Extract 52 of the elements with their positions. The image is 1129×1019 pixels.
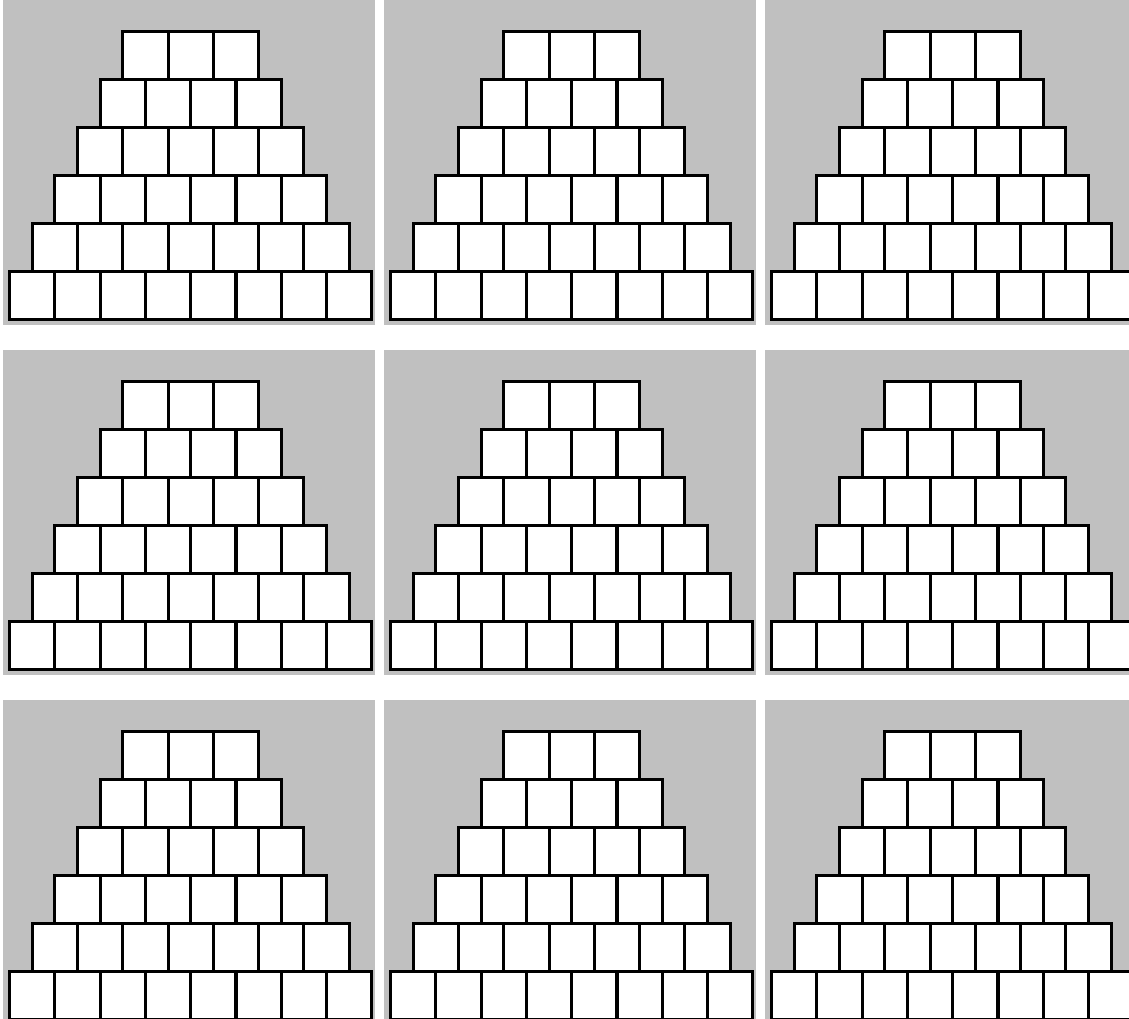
empty-box bbox=[570, 620, 619, 671]
empty-box bbox=[1087, 620, 1129, 671]
empty-box bbox=[257, 826, 306, 877]
empty-box bbox=[434, 270, 483, 321]
empty-box bbox=[615, 270, 664, 321]
empty-box bbox=[1064, 222, 1113, 273]
empty-box bbox=[302, 922, 351, 973]
empty-box bbox=[434, 620, 483, 671]
panel-background bbox=[3, 350, 375, 675]
empty-box bbox=[683, 222, 732, 273]
empty-box bbox=[815, 270, 864, 321]
empty-box bbox=[996, 270, 1045, 321]
empty-box bbox=[302, 572, 351, 623]
empty-box bbox=[951, 620, 1000, 671]
empty-box bbox=[638, 826, 687, 877]
empty-box bbox=[325, 270, 374, 321]
empty-box bbox=[996, 620, 1045, 671]
empty-box bbox=[815, 620, 864, 671]
panel-background bbox=[3, 700, 375, 1019]
panel-background bbox=[384, 700, 756, 1019]
empty-box bbox=[706, 270, 755, 321]
empty-box bbox=[234, 270, 283, 321]
panel-background bbox=[765, 700, 1129, 1019]
panel-background bbox=[3, 0, 375, 325]
empty-box bbox=[302, 222, 351, 273]
panel-background bbox=[384, 350, 756, 675]
empty-box bbox=[257, 476, 306, 527]
empty-box bbox=[325, 620, 374, 671]
empty-box bbox=[1064, 922, 1113, 973]
empty-box bbox=[638, 476, 687, 527]
empty-box bbox=[951, 270, 1000, 321]
empty-box bbox=[1019, 476, 1068, 527]
empty-box bbox=[1019, 826, 1068, 877]
empty-box bbox=[189, 270, 238, 321]
panel-background bbox=[765, 350, 1129, 675]
empty-box bbox=[234, 620, 283, 671]
panel-background bbox=[765, 0, 1129, 325]
empty-box bbox=[257, 126, 306, 177]
empty-box bbox=[1087, 970, 1129, 1019]
empty-box bbox=[1087, 270, 1129, 321]
empty-box bbox=[683, 922, 732, 973]
empty-box bbox=[683, 572, 732, 623]
empty-box bbox=[1064, 572, 1113, 623]
empty-box bbox=[53, 270, 102, 321]
empty-box bbox=[1019, 126, 1068, 177]
empty-box bbox=[53, 620, 102, 671]
empty-box bbox=[570, 270, 619, 321]
empty-box bbox=[706, 620, 755, 671]
empty-box bbox=[189, 620, 238, 671]
empty-box bbox=[638, 126, 687, 177]
panel-background bbox=[384, 0, 756, 325]
empty-box bbox=[615, 620, 664, 671]
